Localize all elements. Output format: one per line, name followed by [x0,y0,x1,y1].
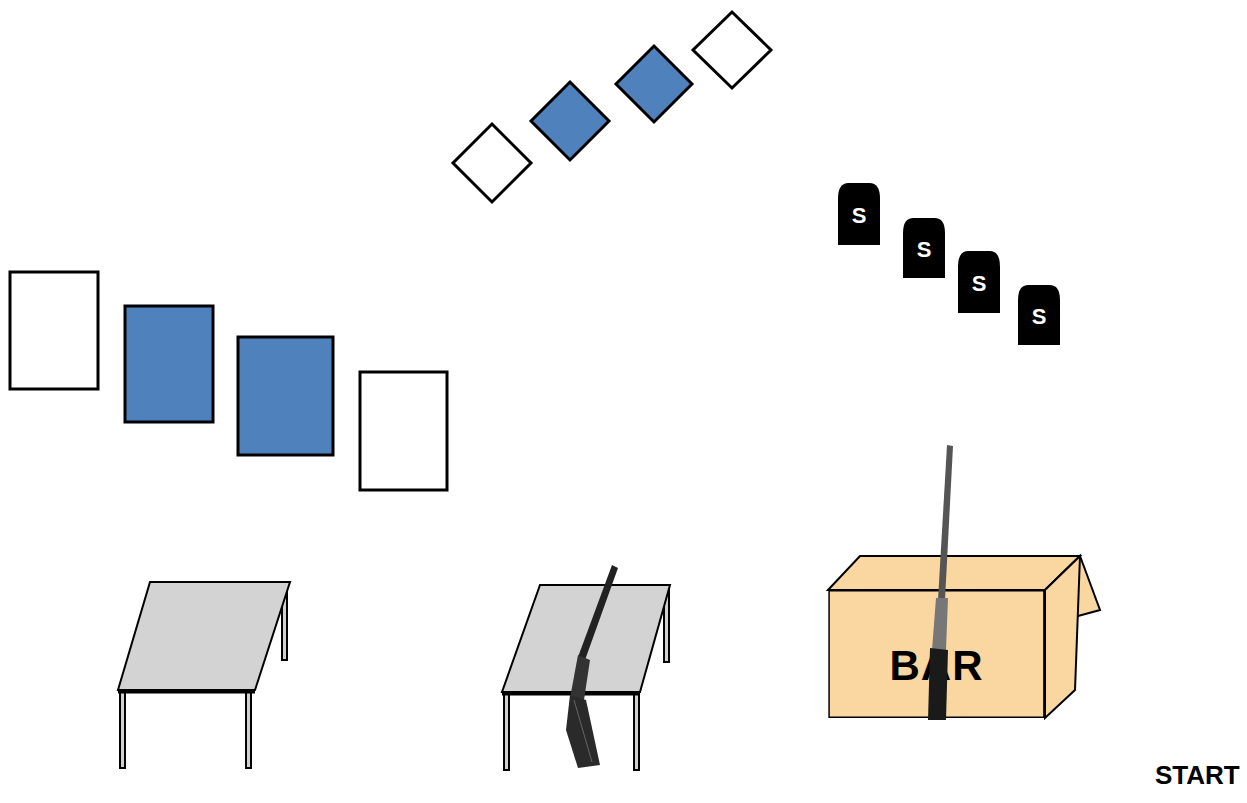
steel-target: S [838,183,880,245]
no-shoot-diamond [693,12,771,88]
diamond-target [531,82,609,160]
steel-target: S [903,218,945,278]
no-shoot-target [360,372,447,490]
target-letter: S [917,237,932,263]
target-letter: S [1032,304,1047,330]
shotgun [566,565,618,768]
shotgun [928,445,953,720]
table [118,582,290,768]
steel-target: S [958,251,1000,313]
diamond-target [616,46,692,122]
box-flap [828,556,1100,718]
start-label: START [1155,760,1240,791]
bar-box: BAR [828,590,1045,718]
target-letter: S [972,271,987,297]
paper-target [125,306,213,422]
table [502,585,670,770]
no-shoot-target [10,272,98,389]
no-shoot-diamond [453,124,531,202]
paper-target [238,337,333,455]
box-label: BAR [890,642,984,690]
target-letter: S [852,203,867,229]
steel-target: S [1018,285,1060,345]
